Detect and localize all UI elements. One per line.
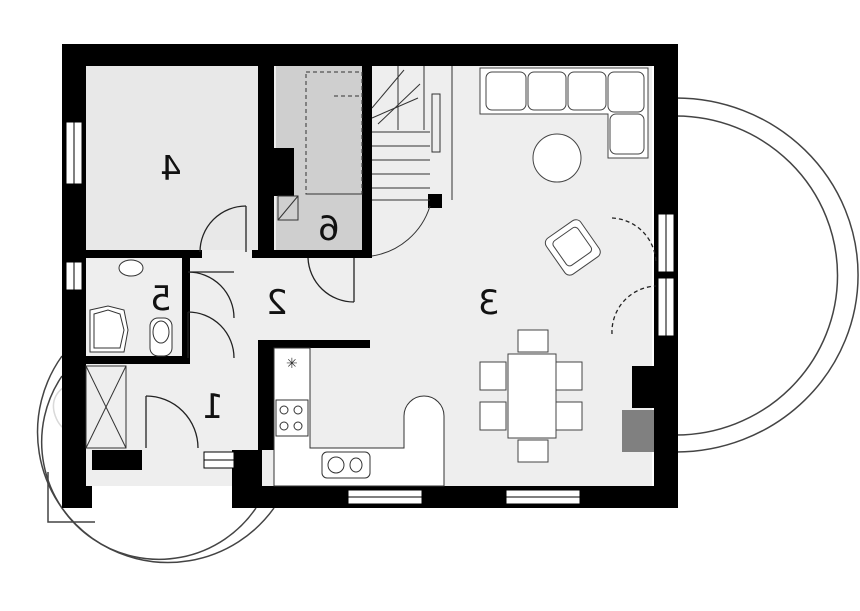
sofa <box>479 67 649 159</box>
fireplace <box>622 410 654 452</box>
doors <box>145 205 657 449</box>
room-label-2: 2 <box>266 283 288 323</box>
room-label-4: 4 <box>160 149 182 189</box>
room-label-1: 1 <box>202 387 224 427</box>
terrace-left <box>36 355 275 564</box>
room-label-6: 6 <box>318 209 340 249</box>
terrace-right <box>675 97 859 453</box>
dining-set <box>479 329 583 463</box>
room-labels: 4 6 5 2 3 1 <box>150 149 500 427</box>
windows <box>65 121 675 505</box>
armchair <box>544 219 601 276</box>
room-label-5: 5 <box>150 279 172 319</box>
kitchen-counter <box>273 347 445 487</box>
coffee-table <box>532 133 582 183</box>
staircase <box>277 66 453 257</box>
bathroom-fixtures <box>89 259 173 357</box>
fridge-icon: ✳ <box>286 356 298 372</box>
room-4-floor <box>86 66 260 250</box>
wardrobe <box>85 365 127 449</box>
room-label-3: 3 <box>478 283 500 323</box>
